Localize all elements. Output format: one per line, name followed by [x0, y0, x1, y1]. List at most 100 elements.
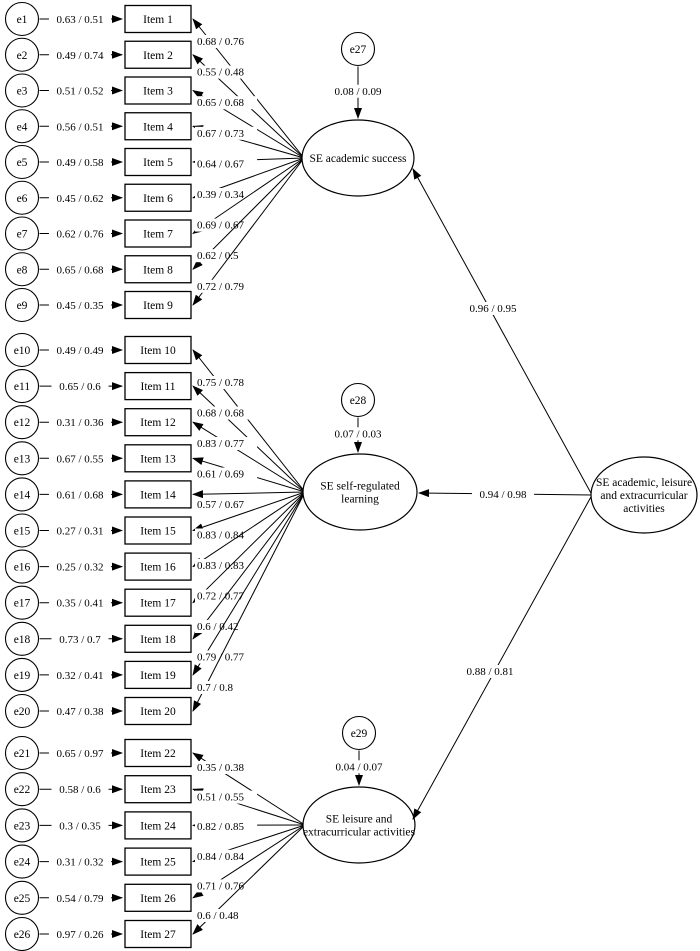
- loading-label-e20: 0.7 / 0.8: [197, 682, 234, 694]
- error-node-e13: [4, 441, 40, 476]
- error-variance-label-e12-bg: [48, 416, 112, 430]
- item-label-e16: Item 16: [140, 562, 176, 574]
- error-node-e10: [4, 332, 40, 368]
- loading-label-e12-bg: [195, 437, 258, 450]
- loading-label-e5: 0.64 / 0.67: [197, 158, 245, 170]
- error-variance-label-e22-bg: [51, 783, 109, 797]
- error-variance-label-e7-bg: [48, 227, 112, 241]
- factor-label-1-line-0: SE self-regulated: [320, 481, 400, 493]
- item-box-e24: [124, 847, 192, 876]
- error-node-label-e25: e25: [14, 893, 31, 905]
- item-label-e14: Item 14: [140, 489, 176, 501]
- factor-to-item-arrow-e18: [192, 491, 306, 640]
- item-box-e22: [124, 775, 192, 804]
- loading-label-e13-bg: [195, 467, 258, 481]
- item-label-e20: Item 20: [140, 706, 176, 718]
- item-label-e26: Item 27: [140, 929, 176, 941]
- item-box-e4: [124, 112, 192, 141]
- error-node-e14: [4, 477, 40, 512]
- error-node-label-e10: e10: [14, 345, 31, 357]
- error-variance-label-e6-bg: [48, 191, 112, 205]
- second-order-label-line-2: activities: [623, 503, 665, 515]
- error-node-label-e6: e6: [17, 193, 28, 205]
- error-node-label-e21: e21: [14, 748, 31, 760]
- second-order-path-arrow-0: [412, 168, 593, 496]
- factor-error-node-label-e28: e28: [350, 395, 367, 407]
- factor-to-item-arrow-e17: [192, 491, 306, 604]
- error-variance-label-e17-bg: [48, 596, 112, 610]
- loading-label-e8: 0.62 / 0.5: [197, 250, 239, 262]
- error-node-label-e24: e24: [14, 857, 31, 869]
- error-variance-label-e5-bg: [48, 156, 112, 169]
- error-node-label-e5: e5: [17, 157, 28, 169]
- item-box-e3: [124, 76, 192, 105]
- error-variance-label-e19: 0.32 / 0.41: [56, 670, 103, 682]
- error-node-label-e2: e2: [17, 50, 28, 62]
- loading-label-e19-bg: [195, 650, 258, 664]
- error-node-label-e1: e1: [17, 14, 28, 26]
- factor-error-value-e28-bg: [326, 427, 390, 441]
- loading-label-e22: 0.51 / 0.55: [197, 792, 245, 804]
- factor-error-node-e27: [340, 31, 376, 67]
- item-box-e12: [124, 408, 192, 437]
- error-node-label-e4: e4: [17, 121, 28, 133]
- error-node-label-e13: e13: [14, 453, 31, 465]
- loading-label-e14-bg: [195, 498, 258, 511]
- error-variance-label-e22: 0.58 / 0.6: [59, 784, 101, 796]
- loading-label-e9-bg: [195, 279, 258, 293]
- loading-label-e11-bg: [195, 406, 258, 420]
- error-variance-label-e8-bg: [48, 263, 112, 277]
- item-label-e6: Item 6: [143, 193, 173, 205]
- error-node-e12: [4, 405, 40, 440]
- error-node-e21: [4, 735, 40, 771]
- loading-label-e13: 0.61 / 0.69: [197, 469, 245, 481]
- item-label-e21: Item 22: [140, 748, 176, 760]
- error-variance-label-e2: 0.49 / 0.74: [56, 50, 104, 62]
- loading-label-e2-bg: [195, 65, 258, 79]
- item-box-e7: [124, 219, 192, 248]
- item-box-e13: [124, 444, 192, 473]
- factor-label-2-line-1: extracurricular activities: [303, 827, 416, 839]
- error-variance-label-e13: 0.67 / 0.55: [56, 453, 104, 465]
- error-variance-label-e15-bg: [48, 524, 112, 538]
- path-coefficient-label-2: 0.88 / 0.81: [466, 666, 513, 678]
- loading-label-e10: 0.75 / 0.78: [197, 377, 245, 389]
- error-variance-label-e5: 0.49 / 0.58: [56, 157, 104, 169]
- error-variance-label-e18: 0.73 / 0.7: [59, 634, 101, 646]
- error-node-e5: [4, 144, 40, 180]
- error-node-label-e8: e8: [17, 264, 28, 276]
- loading-label-e17: 0.72 / 0.77: [197, 591, 245, 603]
- item-box-e19: [124, 660, 192, 690]
- item-label-e2: Item 2: [143, 50, 173, 62]
- factor-to-item-arrow-e10: [192, 349, 306, 493]
- error-variance-label-e10: 0.49 / 0.49: [56, 345, 104, 357]
- loading-label-e3-bg: [195, 96, 258, 110]
- path-coefficient-label-1: 0.94 / 0.98: [479, 489, 527, 501]
- error-node-label-e15: e15: [14, 526, 31, 538]
- loading-label-e6-bg: [195, 188, 258, 201]
- loading-label-e24-bg: [195, 849, 258, 863]
- loading-label-e20-bg: [195, 681, 247, 694]
- loading-label-e8-bg: [195, 249, 252, 263]
- error-node-e23: [4, 808, 40, 843]
- error-node-e15: [4, 513, 40, 548]
- error-variance-label-e24: 0.31 / 0.32: [56, 857, 103, 869]
- error-variance-label-e25-bg: [48, 891, 112, 905]
- path-coefficient-label-0: 0.96 / 0.95: [469, 303, 517, 315]
- item-box-e25: [124, 883, 192, 912]
- loading-label-e23: 0.82 / 0.85: [197, 821, 245, 833]
- factor-error-value-e29: 0.04 / 0.07: [335, 761, 383, 773]
- loading-label-e3: 0.65 / 0.68: [197, 97, 245, 109]
- factor-error-value-e28: 0.07 / 0.03: [334, 428, 382, 440]
- error-variance-label-e3: 0.51 / 0.52: [56, 86, 103, 98]
- loading-label-e26: 0.6 / 0.48: [197, 910, 239, 922]
- error-variance-label-e12: 0.31 / 0.36: [56, 417, 104, 429]
- error-node-label-e17: e17: [14, 598, 31, 610]
- loading-label-e6: 0.39 / 0.34: [197, 189, 245, 201]
- error-node-e11: [4, 369, 40, 404]
- error-variance-label-e1: 0.63 / 0.51: [56, 14, 103, 26]
- item-box-e5: [124, 147, 192, 177]
- error-variance-label-e11: 0.65 / 0.6: [59, 381, 101, 393]
- factor-error-node-label-e29: e29: [351, 728, 368, 740]
- error-variance-label-e21-bg: [48, 747, 112, 760]
